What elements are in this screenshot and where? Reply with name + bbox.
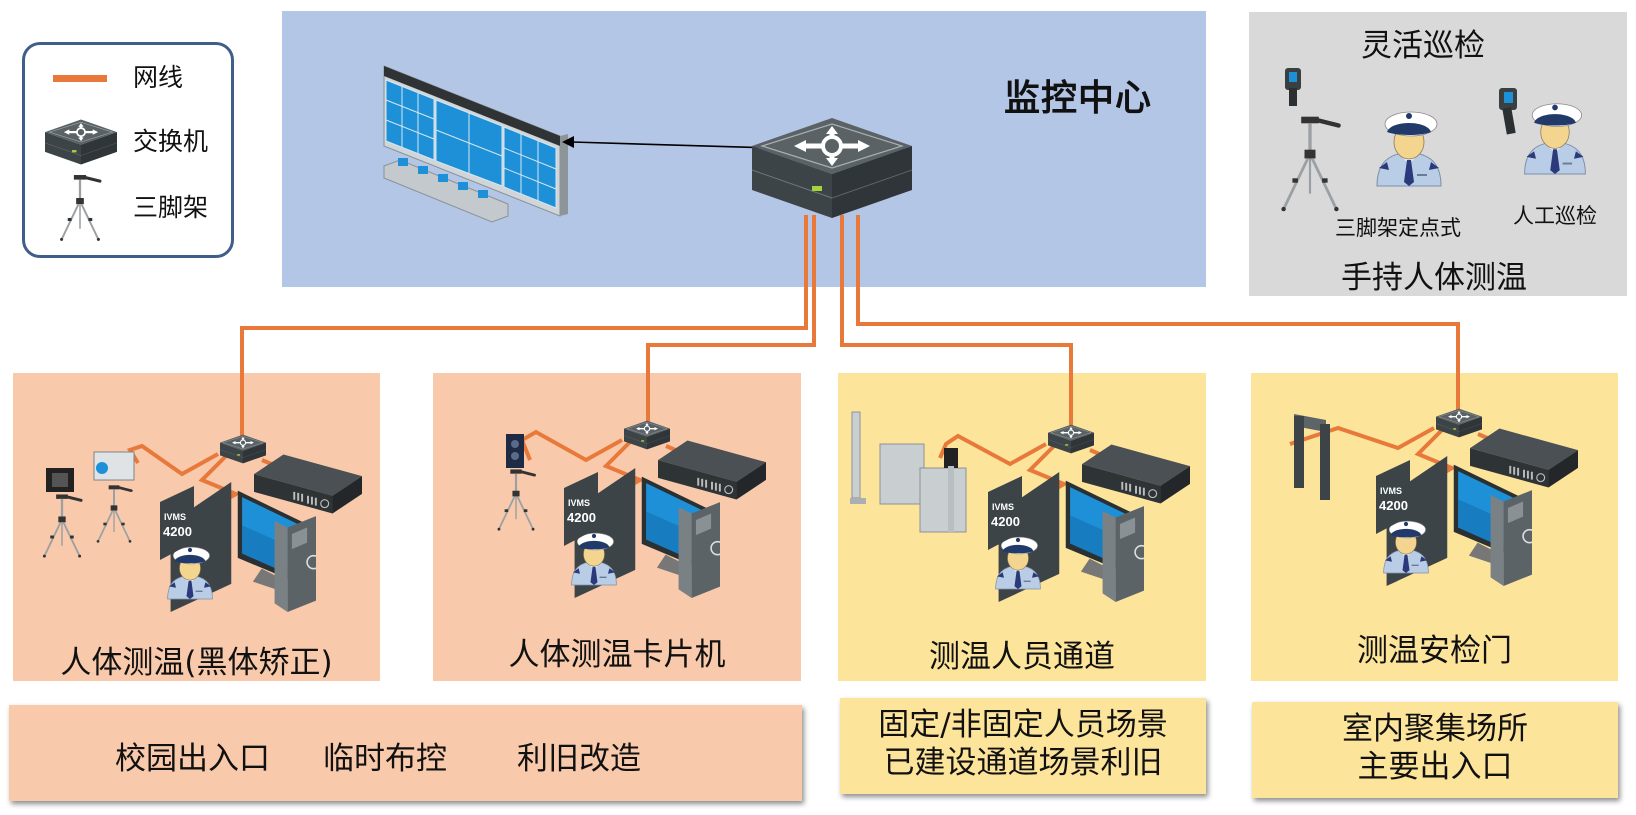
ivms-label: IVMS	[1380, 486, 1402, 496]
cable-to-panel-4	[856, 215, 1460, 416]
cable-to-panel-2	[646, 215, 816, 432]
ivms-software-badge: IVMS 4200	[988, 476, 1022, 550]
ivms-model: 4200	[1379, 498, 1408, 513]
video-wall-icon	[383, 65, 568, 223]
ivms-model: 4200	[163, 524, 192, 539]
thermal-camera-icon	[93, 451, 135, 481]
network-cable-icon	[53, 75, 107, 82]
cable-to-panel-1	[240, 215, 808, 450]
ivms-model: 4200	[567, 510, 596, 525]
legend-label: 交换机	[133, 127, 209, 156]
cable-to-panel-3	[840, 215, 1073, 432]
blackbody-icon	[46, 468, 74, 492]
handheld-thermal-camera-icon	[1285, 68, 1301, 106]
ivms-software-badge: IVMS 4200	[160, 486, 194, 560]
manual-patrol-label: 人工巡检	[1513, 204, 1597, 228]
patrol-title: 灵活巡检	[1361, 28, 1485, 64]
scenario-box-middle: 固定/非固定人员场景 已建设通道场景利旧	[840, 698, 1206, 794]
scenario-box-right: 室内聚集场所 主要出入口	[1252, 702, 1618, 798]
turnstile-gate-icon	[879, 443, 967, 533]
scenario-item: 临时布控	[323, 741, 447, 777]
kiosk-thermal-terminal-icon	[850, 411, 866, 504]
flexible-patrol-area: 灵活巡检 三脚架定点式 人工巡检 手持人体测温	[1249, 12, 1627, 296]
switch-icon	[1436, 408, 1482, 438]
security-gate-icon	[1294, 414, 1330, 500]
panel-caption: 测温人员通道	[929, 639, 1115, 675]
patrol-subtitle: 手持人体测温	[1341, 260, 1527, 296]
ivms-software-badge: IVMS 4200	[564, 472, 598, 546]
panel-caption: 人体测温卡片机	[508, 637, 726, 673]
legend: 网线 交换机 三脚架	[22, 42, 234, 258]
tripod-fixed-label: 三脚架定点式	[1335, 216, 1461, 240]
ivms-label: IVMS	[992, 502, 1014, 512]
scenario-item: 固定/非固定人员场景	[878, 707, 1168, 743]
scenario-item: 校园出入口	[115, 741, 270, 777]
scenario-item: 主要出入口	[1357, 749, 1513, 785]
scenario-box-left: 校园出入口 临时布控 利旧改造	[9, 705, 802, 801]
handheld-thermal-camera-icon	[1499, 88, 1517, 135]
signal-arrow	[562, 136, 773, 149]
scenario-item: 室内聚集场所	[1342, 711, 1528, 747]
ivms-software-badge: IVMS 4200	[1376, 460, 1410, 534]
ivms-model: 4200	[991, 514, 1020, 529]
legend-item-switch: 交换机	[25, 117, 231, 157]
legend-item-cable: 网线	[25, 61, 231, 101]
ivms-label: IVMS	[568, 498, 590, 508]
scenario-item: 利旧改造	[517, 741, 641, 777]
scenario-item: 已建设通道场景利旧	[883, 745, 1163, 781]
panel-caption: 人体测温(黑体矫正)	[60, 645, 333, 681]
legend-label: 三脚架	[133, 193, 209, 222]
ivms-label: IVMS	[164, 512, 186, 522]
legend-label: 网线	[133, 63, 184, 92]
monitoring-center-title: 监控中心	[1004, 78, 1153, 119]
card-thermal-camera-icon	[506, 434, 524, 468]
legend-item-tripod: 三脚架	[25, 175, 231, 215]
panel-blackbody: 人体测温(黑体矫正)	[13, 373, 380, 681]
panel-caption: 测温安检门	[1357, 633, 1512, 669]
